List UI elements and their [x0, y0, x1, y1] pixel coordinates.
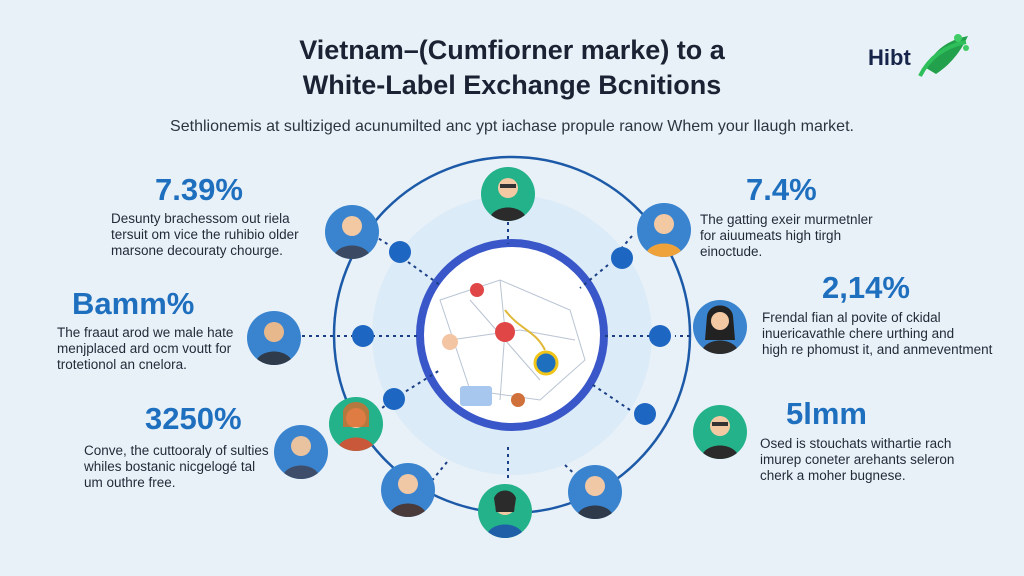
avatar [274, 425, 328, 479]
map-route [504, 309, 546, 351]
node-dot [352, 325, 374, 347]
map-pin-icon [511, 393, 525, 407]
node-dot [611, 247, 633, 269]
right-desc-1: The gatting exeir murmetnler for aiuumea… [700, 212, 873, 260]
person-avatar-icon [389, 474, 427, 517]
avatar [693, 300, 747, 354]
left-desc-1: Desunty brachessom out riela tersuit om … [111, 211, 299, 259]
node-dot [649, 325, 671, 347]
left-desc-3: Conve, the cuttooraly of sulties whiles … [84, 443, 269, 491]
left-stat-3: 3250% [145, 401, 242, 436]
node-dot [383, 388, 405, 410]
person-avatar-icon [333, 216, 371, 259]
avatar [478, 484, 532, 538]
right-stat-1: 7.4% [746, 172, 817, 207]
right-desc-1-line: for aiuumeats high tirgh [700, 228, 842, 243]
left-stat-2: Bamm% [72, 286, 195, 321]
person-avatar-icon [282, 436, 320, 479]
map-pin-icon [495, 322, 515, 342]
person-avatar-icon [701, 305, 739, 354]
right-desc-3: Osed is stouchats withartie rach imurep … [760, 436, 954, 484]
node-dot [634, 403, 656, 425]
person-avatar-icon [255, 322, 293, 365]
left-desc-3-line: whiles bostanic nicgelogé tal [84, 459, 256, 474]
person-avatar-icon [337, 402, 375, 451]
person-avatar-icon [489, 178, 527, 221]
left-stat-1: 7.39% [155, 172, 243, 207]
person-avatar-icon [701, 416, 739, 459]
left-desc-1-line: marsone decouraty chourge. [111, 243, 283, 258]
brand-logo: Hibt [856, 28, 976, 88]
map-card [460, 386, 492, 406]
left-desc-3-line: um outhre free. [84, 475, 176, 490]
avatar [693, 405, 747, 459]
right-desc-2-line: Frendal fian al povite of ckidal [762, 310, 941, 325]
person-avatar-icon [645, 214, 683, 257]
avatar [329, 397, 383, 451]
avatar [568, 465, 622, 519]
subtitle: Sethlionemis at sultiziged acunumilted a… [170, 118, 854, 135]
person-avatar-icon [486, 490, 524, 538]
logo-text: Hibt [868, 45, 911, 70]
right-desc-2: Frendal fian al povite of ckidal inueric… [762, 310, 992, 358]
avatar [325, 205, 379, 259]
node-dot [389, 241, 411, 263]
right-desc-1-line: The gatting exeir murmetnler [700, 212, 873, 227]
right-desc-2-line: high re phomust it, and anmeventment [762, 342, 993, 357]
person-avatar-icon [576, 476, 614, 519]
connector-nodes [352, 241, 671, 425]
left-desc-3-line: Conve, the cuttooraly of sulties [84, 443, 269, 458]
left-desc-2-line: menjplaced ard ocm voutt for [57, 341, 232, 356]
avatar [247, 311, 301, 365]
map-pin-icon [442, 334, 458, 350]
leaf-logo-icon [918, 34, 969, 77]
title-line-1: Vietnam–(Cumfiorner marke) to a [299, 35, 725, 65]
left-desc-1-line: tersuit om vice the ruhibio older [111, 227, 299, 242]
right-desc-1-line: einoctude. [700, 244, 763, 259]
avatar [481, 167, 535, 221]
right-desc-3-line: Osed is stouchats withartie rach [760, 436, 952, 451]
right-desc-3-line: cherk a moher bugnese. [760, 468, 906, 483]
left-desc-2-line: The fraaut arod we male hate [57, 325, 234, 340]
coin-icon [533, 350, 559, 376]
avatar [637, 203, 691, 257]
avatar [381, 463, 435, 517]
left-desc-1-line: Desunty brachessom out riela [111, 211, 290, 226]
left-desc-2-line: trotetionol an cnelora. [57, 357, 187, 372]
left-desc-2: The fraaut arod we male hate menjplaced … [57, 325, 233, 373]
right-stat-3: 5lmm [786, 396, 867, 431]
right-desc-2-line: inuericavathle chere urthing and [762, 326, 955, 341]
right-stat-2: 2,14% [822, 270, 910, 305]
map-pin-icon [470, 283, 484, 297]
title-line-2: White-Label Exchange Bcnitions [302, 70, 722, 100]
right-desc-3-line: imurep coneter arehants seleron [760, 452, 955, 467]
